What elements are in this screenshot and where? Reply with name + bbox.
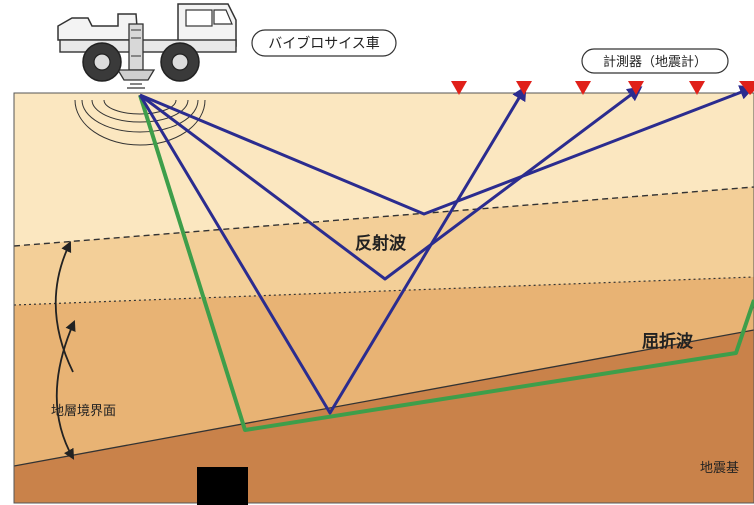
reflected-rays (138, 85, 754, 415)
reflected-wave-label: 反射波 (355, 233, 407, 254)
geophones-label: 計測器（地震計） (603, 54, 707, 70)
geophones-label-group: 計測器（地震計） (581, 48, 729, 74)
refracted-wave-label: 屈折波 (642, 331, 694, 352)
boundary-line-1 (14, 186, 754, 247)
boundary-line-2 (14, 276, 754, 306)
geophone-triangle-icon (628, 81, 644, 95)
boundary-line-bedrock (14, 329, 754, 467)
geophone-triangle-icon (575, 81, 591, 95)
label-bubble (581, 48, 729, 74)
layer-bedrock (14, 330, 754, 503)
geophone-row (451, 81, 754, 95)
redaction-block (197, 467, 248, 505)
reflected-ray-middle (139, 86, 643, 281)
reflected-ray-deep (138, 85, 527, 415)
ground-frame (13, 92, 754, 504)
bedrock-label: 地震基 (700, 461, 739, 476)
geophone-triangle-icon (516, 81, 532, 95)
layer-boundary-label: 地層境界面 (51, 404, 116, 419)
geophone-triangle-icon (451, 81, 467, 95)
label-bubble (251, 29, 397, 57)
layer-boundary-arrows (54, 241, 76, 460)
geophone-triangle-icon (689, 81, 705, 95)
ground-layers (14, 93, 754, 503)
vibroseis-truck-label-group: バイブロサイス車 (251, 29, 397, 57)
double-headed-arrow-icon (55, 320, 76, 460)
refracted-ray (138, 94, 754, 432)
vibroseis-truck-icon (57, 3, 237, 89)
reflected-ray-shallow (139, 85, 754, 216)
geophone-triangle-icon (739, 81, 754, 95)
vibroseis-truck-label: バイブロサイス車 (268, 35, 380, 52)
